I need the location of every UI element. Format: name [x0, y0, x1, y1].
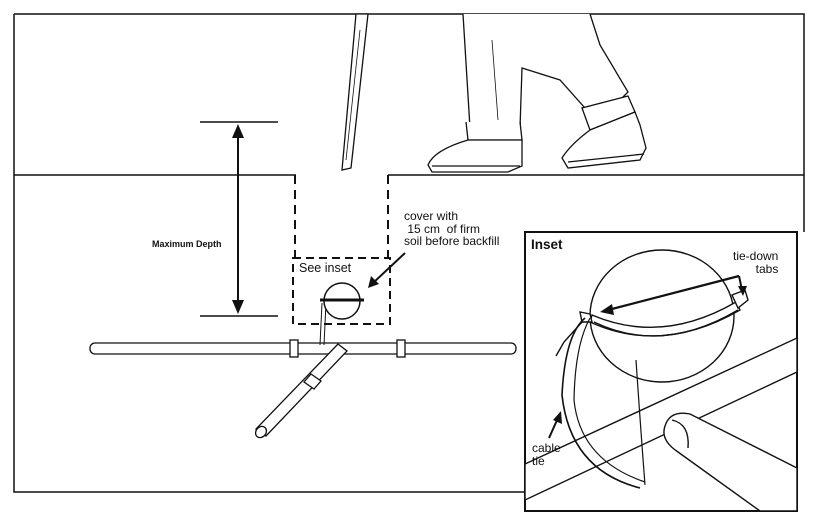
cover-arrow [368, 252, 406, 288]
probe-pole [341, 13, 369, 171]
cable-tie-label: cable tie [532, 441, 561, 468]
inset-panel [524, 231, 798, 512]
branch-pipe [254, 343, 348, 439]
person-legs [427, 13, 647, 173]
see-inset-label: See inset [299, 261, 352, 275]
maximum-depth-dimension [200, 121, 278, 317]
tie-down-tabs-label: tie-down tabs [733, 249, 779, 276]
trench-outline [294, 175, 389, 258]
outer-frame [13, 13, 805, 493]
maximum-depth-label: Maximum Depth [152, 239, 222, 249]
see-inset-box [292, 257, 391, 325]
marker-ball [319, 282, 364, 346]
cover-note-label: cover with 15 cm of firm soil before bac… [404, 209, 500, 249]
main-pipe [89, 339, 517, 358]
inset-title: Inset [531, 237, 563, 252]
